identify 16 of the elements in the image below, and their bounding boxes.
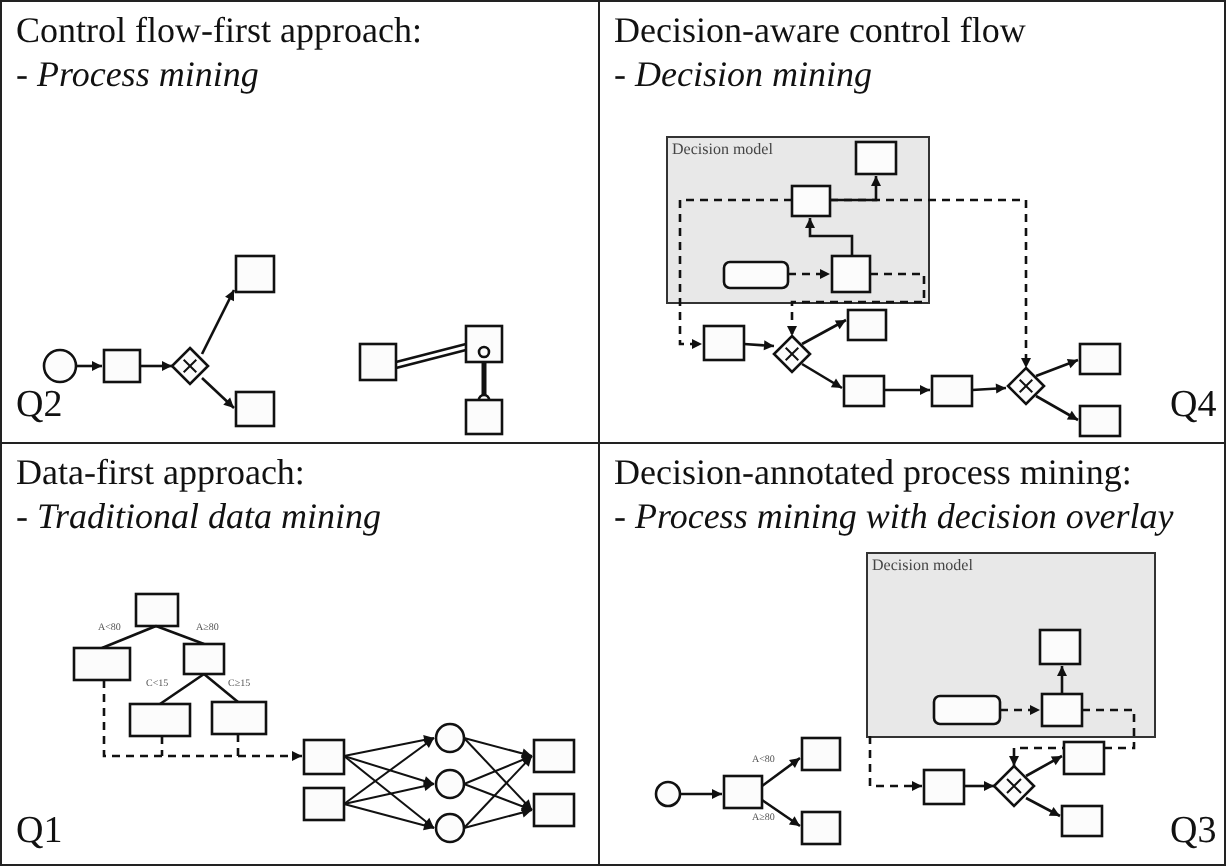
quadrant-label: Q3: [1170, 810, 1217, 854]
panel-heading: Control flow-first approach:: [16, 10, 422, 52]
group-title: Decision model: [672, 140, 773, 158]
decision-model-box: [866, 552, 1156, 738]
panel-subtitle: - Traditional data mining: [16, 496, 382, 538]
panel-subtitle: - Decision mining: [614, 54, 872, 96]
quadrant-label: Q1: [16, 810, 63, 854]
panel-heading: Decision-aware control flow: [614, 10, 1026, 52]
panel-subtitle: - Process mining: [16, 54, 259, 96]
panel-heading: Data-first approach:: [16, 452, 305, 494]
panel-subtitle: - Process mining with decision overlay: [614, 496, 1174, 538]
quadrant-label: Q2: [16, 384, 63, 428]
group-title: Decision model: [872, 556, 973, 574]
quadrant-panel: [598, 442, 1226, 866]
quadrant-label: Q4: [1170, 384, 1217, 428]
panel-heading: Decision-annotated process mining:: [614, 452, 1132, 494]
